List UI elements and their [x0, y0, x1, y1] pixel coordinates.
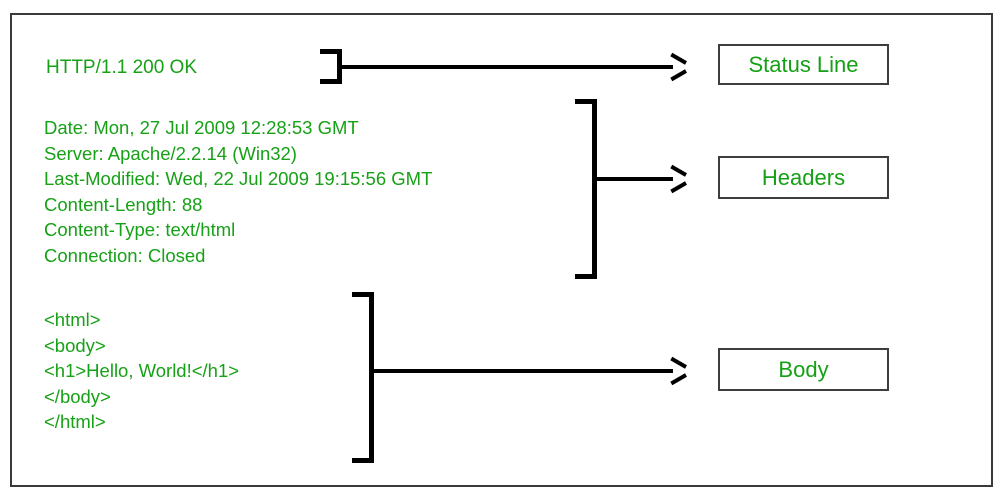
status-line-bracket: [320, 49, 342, 84]
bracket-bottom-stub: [320, 79, 342, 84]
arrow-shaft: [372, 369, 673, 373]
label-box-status-line: Status Line: [718, 44, 889, 85]
bracket-vertical-bar: [337, 49, 342, 84]
body-bracket: [352, 292, 374, 463]
headers-bracket: [575, 99, 597, 279]
bracket-bottom-stub: [575, 274, 597, 279]
arrow-shaft: [340, 65, 673, 69]
label-box-headers: Headers: [718, 156, 889, 199]
bracket-top-stub: [352, 292, 374, 297]
body-text: <html> <body> <h1>Hello, World!</h1> </b…: [44, 309, 240, 432]
headers-text: Date: Mon, 27 Jul 2009 12:28:53 GMT Serv…: [44, 117, 433, 266]
bracket-top-stub: [320, 49, 342, 54]
diagram-frame: [10, 13, 993, 487]
status-line-text: HTTP/1.1 200 OK: [46, 57, 198, 78]
body-arrow-icon: [372, 364, 685, 378]
arrow-head: [671, 364, 685, 378]
bracket-bottom-stub: [352, 458, 374, 463]
arrow-head: [671, 172, 685, 186]
label-box-body: Body: [718, 348, 889, 391]
bracket-vertical-bar: [592, 99, 597, 279]
bracket-vertical-bar: [369, 292, 374, 463]
arrow-shaft: [595, 177, 673, 181]
bracket-top-stub: [575, 99, 597, 104]
headers-arrow-icon: [595, 172, 685, 186]
arrow-head: [671, 60, 685, 74]
status-line-arrow-icon: [340, 60, 685, 74]
